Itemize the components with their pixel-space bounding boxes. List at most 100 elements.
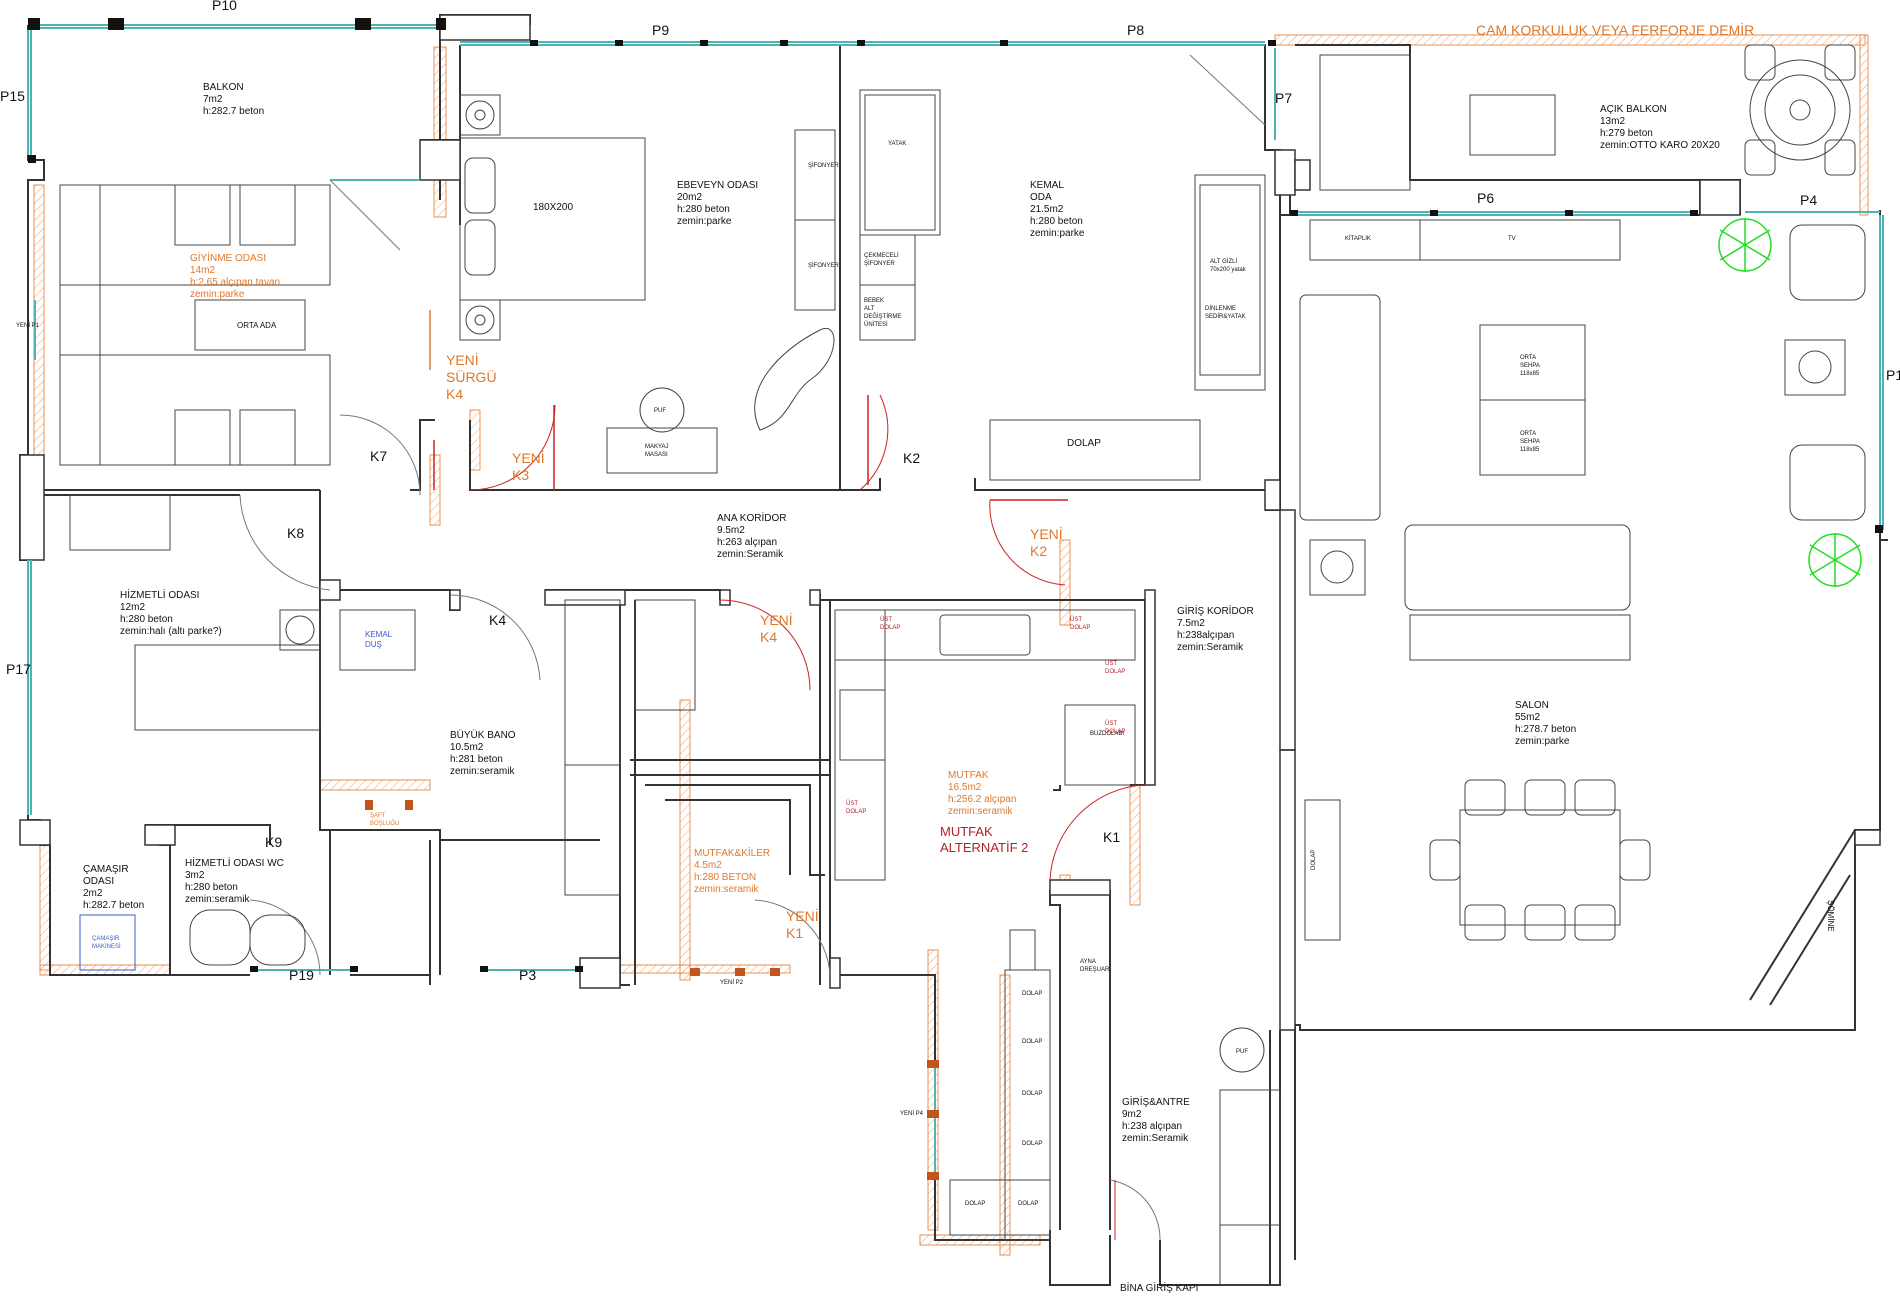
- makyaj-label: MAKYAJ MASASI: [645, 443, 669, 459]
- room-line: zemin:parke: [677, 216, 732, 227]
- text-line: ŞİFONYER: [864, 261, 895, 267]
- room-line: zemin:parke: [1515, 736, 1570, 747]
- room-line: GİRİŞ KORİDOR: [1177, 606, 1254, 617]
- door-line: K3: [512, 467, 530, 483]
- bebek-label: BEBEK ALT DEĞİŞTİRME ÜNİTESİ: [864, 297, 901, 329]
- door-line: K1: [786, 925, 804, 941]
- room-line: EBEVEYN ODASI: [677, 180, 759, 191]
- window-label-p9: P10: [212, 0, 237, 13]
- room-line: BALKON: [203, 82, 244, 93]
- room-line: 21.5m2: [1030, 204, 1064, 215]
- room-line: 10.5m2: [450, 742, 484, 753]
- text-line: SEDİR&YATAK: [1205, 314, 1246, 320]
- new-door-k4: YENİ K4: [760, 612, 793, 646]
- door-label-k2: K2: [903, 450, 921, 466]
- puf-label: PUF: [654, 408, 666, 414]
- ayna-label: AYNA DREŞUAR: [1080, 958, 1109, 974]
- window-label-p8: P9: [652, 22, 670, 38]
- room-line: h:282.7 beton: [83, 900, 145, 911]
- kitaplik-label: KİTAPLIK: [1345, 236, 1371, 242]
- yeni-p2-label: YENİ P2: [720, 980, 744, 986]
- room-line: 4.5m2: [694, 860, 722, 871]
- room-line: h:280 beton: [120, 614, 173, 625]
- window-label-p17: P19: [289, 967, 314, 983]
- room-line: zemin:OTTO KARO 20X20: [1600, 140, 1720, 151]
- room-line: zemin:seramik: [185, 894, 250, 905]
- room-line: h:280 BETON: [694, 872, 757, 883]
- room-line: MUTFAK: [940, 824, 993, 839]
- room-line: HİZMETLİ ODASI: [120, 590, 200, 601]
- room-line: ODASI: [83, 876, 115, 887]
- room-line: KEMAL: [1030, 180, 1064, 191]
- door-line: SÜRGÜ: [446, 369, 497, 385]
- room-line: zemin:Seramik: [1177, 642, 1244, 653]
- text-line: MAKYAJ: [645, 444, 669, 450]
- yatak-label: YATAK: [888, 141, 907, 147]
- text-line: DOLAP: [1105, 669, 1126, 675]
- plants: [1718, 218, 1862, 587]
- door-line: YENİ: [760, 612, 793, 628]
- room-buyuk-bano: BÜYÜK BANO 10.5m2 h:281 beton zemin:sera…: [450, 730, 516, 778]
- text-line: DOLAP: [1070, 625, 1091, 631]
- room-line: 9m2: [1122, 1109, 1142, 1120]
- room-line: zemin:seramik: [450, 766, 515, 777]
- room-salon: SALON 55m2 h:278.7 beton zemin:parke: [1515, 700, 1576, 748]
- salon-dolap-label: DOLAP: [1311, 849, 1317, 870]
- text-line: ORTA: [1520, 431, 1537, 437]
- alt-gizli-label: ALT GİZLİ 70x200 yatak: [1210, 258, 1246, 274]
- room-line: h:281 beton: [450, 754, 503, 765]
- room-mutfak-kiler: MUTFAK&KİLER 4.5m2 h:280 BETON zemin:ser…: [694, 848, 770, 896]
- windows: [27, 24, 1884, 1180]
- room-ebeveyn: EBEVEYN ODASI 20m2 h:280 beton zemin:par…: [677, 180, 758, 228]
- room-line: 3m2: [185, 870, 205, 881]
- room-line: zemin:seramik: [948, 806, 1013, 817]
- antre-dolap-5-label: DOLAP: [965, 1201, 986, 1207]
- room-line: 2m2: [83, 888, 103, 899]
- window-label-p3: P4: [1800, 192, 1818, 208]
- room-line: ÇAMAŞIR: [83, 864, 129, 875]
- saft-label: ŞAFT BOŞLUĞU: [370, 812, 399, 828]
- text-line: SEHPA: [1520, 439, 1540, 445]
- orta-sehpa-2-label: ORTA SEHPA 118x85: [1520, 430, 1540, 454]
- room-line: 55m2: [1515, 712, 1541, 723]
- text-line: 118x85: [1520, 447, 1540, 453]
- room-line: MUTFAK: [948, 770, 989, 781]
- text-line: DOLAP: [846, 809, 867, 815]
- room-line: h:256.2 alçıpan: [948, 794, 1017, 805]
- text-line: ALT: [864, 306, 875, 312]
- text-line: SEHPA: [1520, 363, 1540, 369]
- railing-note: CAM KORKULUK VEYA FERFORJE DEMİR: [1476, 22, 1755, 38]
- text-line: ALT GİZLİ: [1210, 259, 1238, 265]
- room-line: h:2,65 alçıpan tavan: [190, 277, 281, 288]
- window-label-p6: P7: [1275, 90, 1293, 106]
- antre-puf-label: PUF: [1236, 1049, 1248, 1055]
- text-line: MAKİNESİ: [92, 944, 121, 950]
- door-line: YENİ: [786, 908, 819, 924]
- wall-blocks: [19, 14, 1881, 1031]
- new-door-k1: YENİ K1: [786, 908, 819, 942]
- room-line: h:263 alçıpan: [717, 537, 778, 548]
- room-line: GİYİNME ODASI: [190, 253, 267, 264]
- room-giris-antre: GİRİŞ&ANTRE 9m2 h:238 alçıpan zemin:Sera…: [1122, 1097, 1190, 1145]
- window-label-p7: P8: [1127, 22, 1145, 38]
- room-balkon: BALKON 7m2 h:282.7 beton: [203, 82, 264, 118]
- room-line: AÇIK BALKON: [1600, 104, 1667, 115]
- door-line: YENİ: [446, 352, 479, 368]
- text-line: ÜNİTESİ: [864, 322, 888, 328]
- new-window-marks: [365, 800, 939, 1180]
- door-line: K4: [446, 386, 464, 402]
- text-line: ŞAFT: [370, 813, 386, 819]
- door-label-k8: K8: [287, 525, 305, 541]
- room-line: BÜYÜK BANO: [450, 730, 516, 741]
- room-camasir: ÇAMAŞIR ODASI 2m2 h:282.7 beton: [83, 864, 144, 912]
- antre-dolap-2-label: DOLAP: [1022, 1039, 1043, 1045]
- room-giyinme: GİYİNME ODASI 14m2 h:2,65 alçıpan tavan …: [190, 253, 280, 301]
- room-line: zemin:Seramik: [717, 549, 784, 560]
- antre-dolap-3-label: DOLAP: [1022, 1091, 1043, 1097]
- text-line: DİNLENME: [1205, 306, 1237, 312]
- window-posts: [28, 18, 1883, 972]
- sifonyer-label-2: ŞİFONYER: [808, 263, 839, 269]
- room-line: 12m2: [120, 602, 146, 613]
- room-line: ALTERNATİF 2: [940, 840, 1029, 855]
- door-label-k9: K9: [265, 834, 283, 850]
